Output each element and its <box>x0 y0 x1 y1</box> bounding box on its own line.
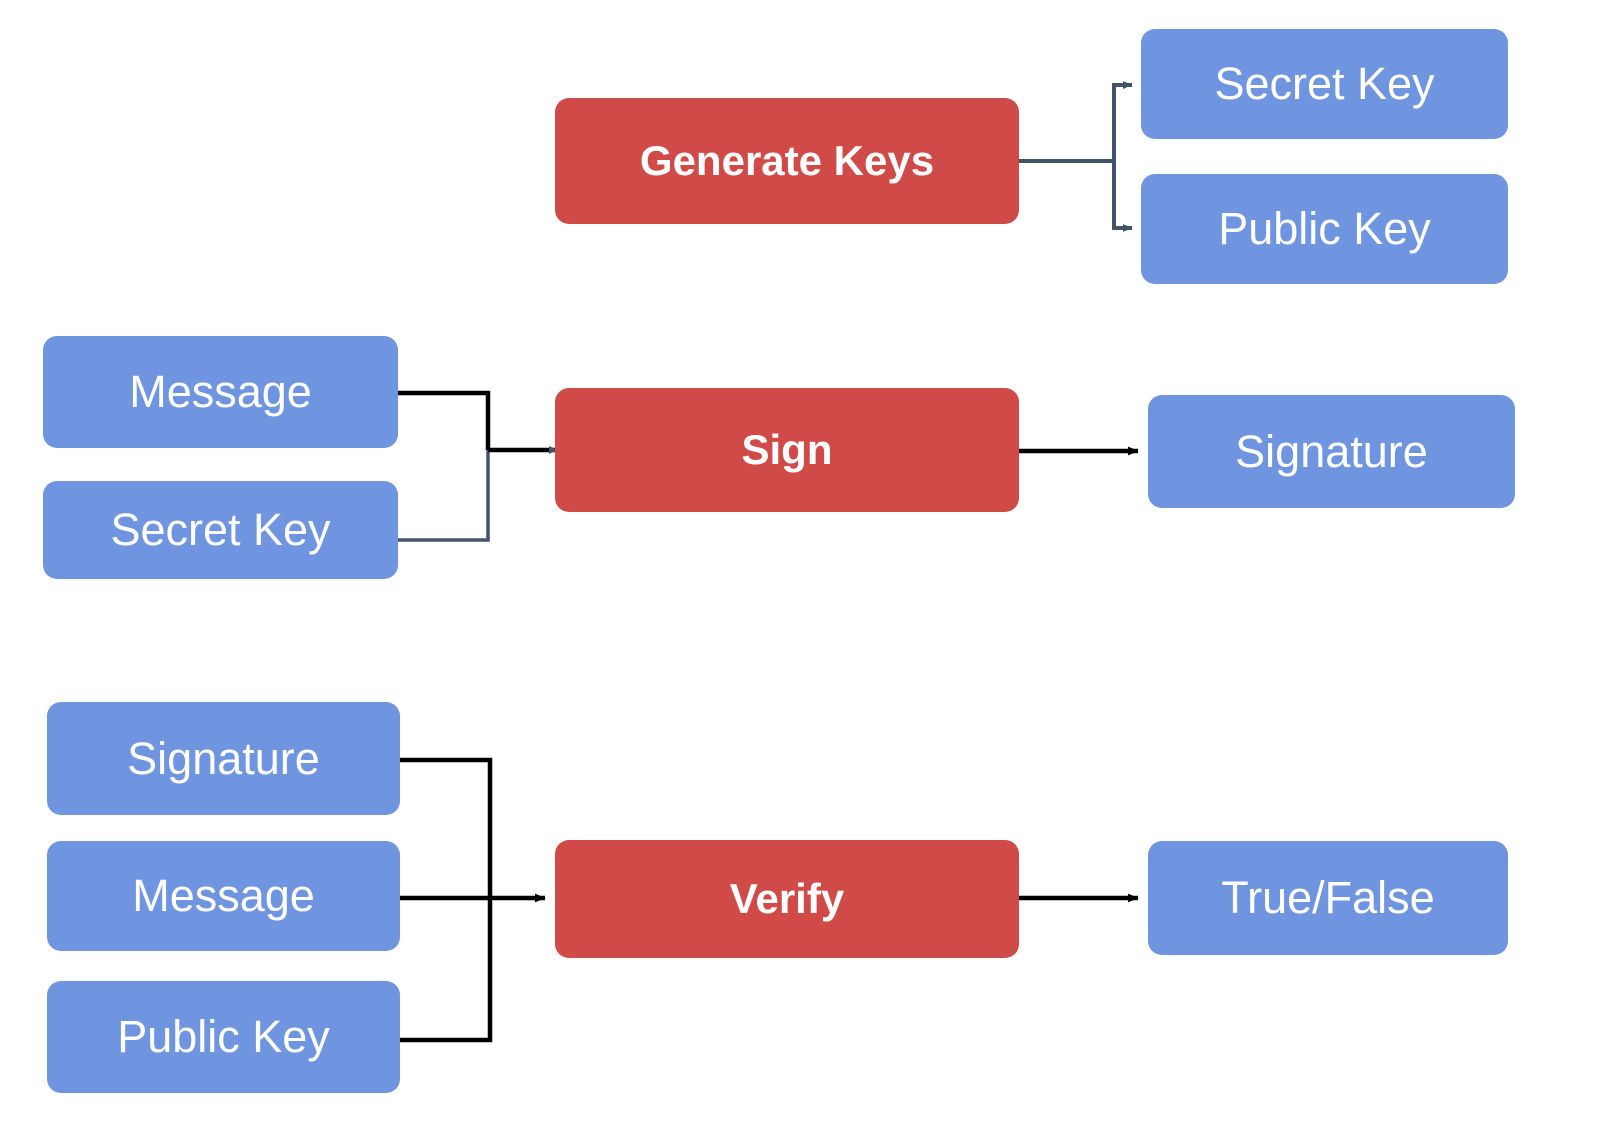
node-sign[interactable]: Sign <box>555 388 1019 512</box>
node-generated-secret-key-label: Secret Key <box>1214 58 1435 110</box>
edge-generate-keys-to-public-key <box>1112 161 1133 232</box>
node-sign-input-secret-key-label: Secret Key <box>110 504 331 556</box>
node-verify-input-public-key[interactable]: Public Key <box>47 981 400 1093</box>
node-sign-label: Sign <box>741 425 833 473</box>
node-sign-input-secret-key[interactable]: Secret Key <box>43 481 398 579</box>
node-sign-output-signature-label: Signature <box>1235 425 1428 477</box>
edge-generate-keys-to-secret-key <box>1019 81 1133 163</box>
node-generate-keys[interactable]: Generate Keys <box>555 98 1019 224</box>
node-verify-input-message[interactable]: Message <box>47 841 400 951</box>
node-sign-input-message-label: Message <box>129 366 312 418</box>
node-sign-input-message[interactable]: Message <box>43 336 398 448</box>
edge-verify-public-key-input <box>400 898 493 1043</box>
node-verify-input-signature-label: Signature <box>127 732 320 784</box>
node-generated-secret-key[interactable]: Secret Key <box>1141 29 1508 139</box>
node-generated-public-key[interactable]: Public Key <box>1141 174 1508 284</box>
edge-secret-key-to-sign <box>398 450 490 542</box>
node-verify-output-result[interactable]: True/False <box>1148 841 1508 955</box>
edge-message-to-sign <box>398 390 491 450</box>
node-verify-output-result-label: True/False <box>1221 872 1435 924</box>
node-generate-keys-label: Generate Keys <box>639 136 935 184</box>
node-verify[interactable]: Verify <box>555 840 1019 958</box>
edge-verify-signature-input <box>400 757 493 898</box>
node-verify-input-message-label: Message <box>132 870 315 922</box>
node-verify-input-signature[interactable]: Signature <box>47 702 400 815</box>
node-verify-input-public-key-label: Public Key <box>117 1011 330 1063</box>
node-sign-output-signature[interactable]: Signature <box>1148 395 1515 508</box>
node-verify-label: Verify <box>729 874 845 922</box>
node-generated-public-key-label: Public Key <box>1218 203 1431 255</box>
